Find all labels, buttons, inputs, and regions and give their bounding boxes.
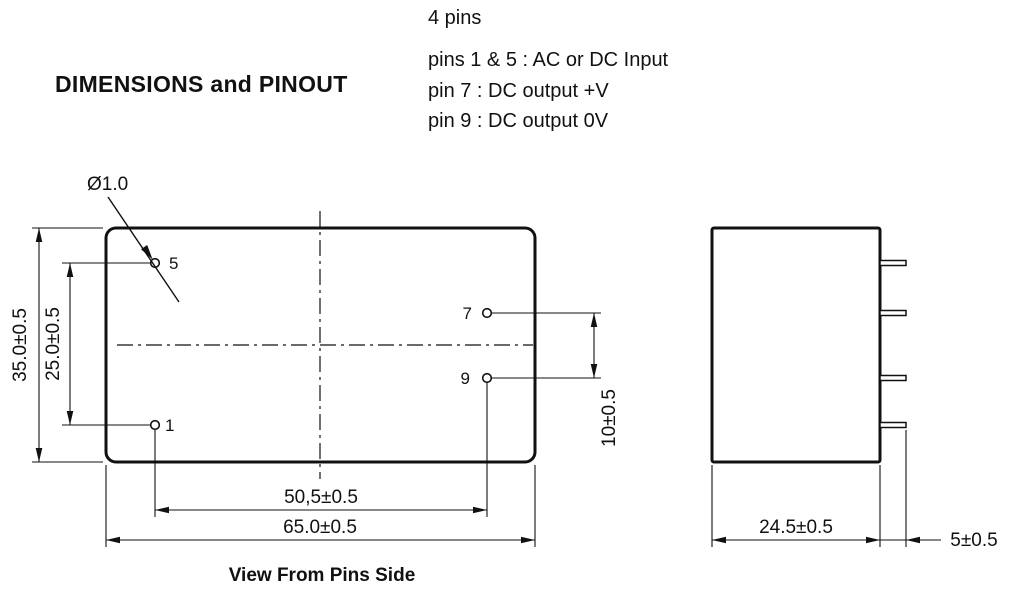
dim-output-pin-pitch-value: 10±0.5 <box>599 389 620 447</box>
pin9-hole <box>481 372 493 384</box>
note-output-plus: pin 7 : DC output +V <box>428 80 609 102</box>
side-pin-4 <box>879 421 907 429</box>
dim-pin-length-value: 5±0.5 <box>950 530 997 551</box>
pin7-label: 7 <box>463 304 472 323</box>
side-view-body-outline <box>710 226 882 464</box>
front-view-caption: View From Pins Side <box>229 565 416 586</box>
side-pin-3 <box>879 374 907 382</box>
dim-body-depth: 24.5±0.5 <box>711 465 881 547</box>
note-output-zero: pin 9 : DC output 0V <box>428 110 609 132</box>
page-title: DIMENSIONS and PINOUT <box>55 71 348 97</box>
pinout-notes: 4 pins pins 1 & 5 : AC or DC Input pin 7… <box>428 7 669 132</box>
dim-body-height-value: 35.0±0.5 <box>10 308 31 382</box>
dim-pin-length: 5±0.5 <box>880 430 998 551</box>
side-pin-2 <box>879 309 907 317</box>
note-input-pins: pins 1 & 5 : AC or DC Input <box>428 49 669 71</box>
pin9-label: 9 <box>461 369 470 388</box>
side-pin-1 <box>879 259 907 267</box>
dim-body-depth-value: 24.5±0.5 <box>759 517 833 538</box>
side-view: 24.5±0.5 5±0.5 <box>710 226 998 551</box>
dim-input-pin-pitch-value: 25.0±0.5 <box>43 307 64 381</box>
dim-body-height: 35.0±0.5 <box>10 227 103 463</box>
note-pin-count: 4 pins <box>428 7 481 29</box>
dim-input-pin-pitch: 25.0±0.5 <box>43 262 150 426</box>
pin7-hole <box>481 307 493 319</box>
dim-pin-span-value: 50,5±0.5 <box>284 487 358 508</box>
hole-diameter-arrowhead <box>141 245 153 260</box>
pin5-label: 5 <box>169 254 178 273</box>
dim-output-pin-pitch: 10±0.5 <box>492 312 620 447</box>
hole-diameter-label: Ø1.0 <box>87 174 128 195</box>
dim-body-width: 65.0±0.5 <box>105 465 536 547</box>
dim-pin-span: 50,5±0.5 <box>154 383 488 517</box>
hole-diameter-callout: Ø1.0 <box>87 174 180 303</box>
dim-body-width-value: 65.0±0.5 <box>283 517 357 538</box>
pin1-hole <box>149 419 161 431</box>
pin1-label: 1 <box>165 416 174 435</box>
front-view: 5 1 7 9 Ø1.0 35.0±0.5 25.0±0.5 <box>10 174 620 586</box>
